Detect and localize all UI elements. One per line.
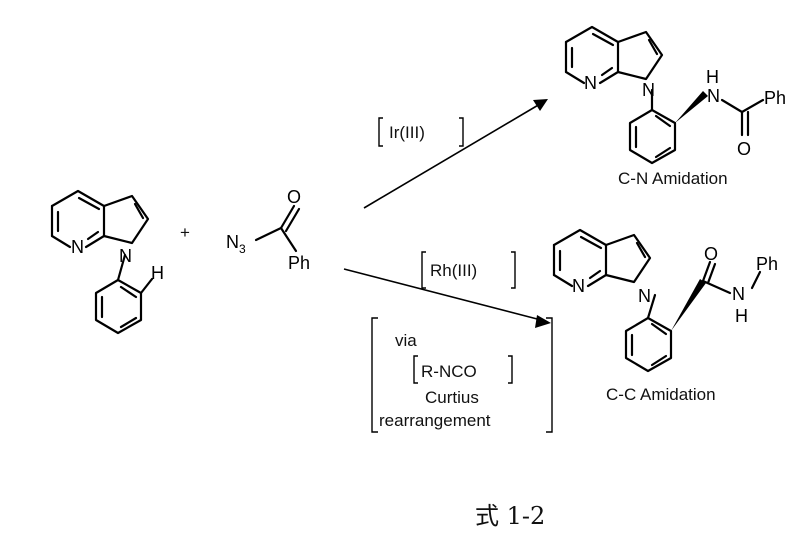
rh-catalyst-label: Rh(III) (430, 261, 477, 280)
ir-catalyst-bracket (378, 117, 464, 147)
ir-catalyst-label: Ir(III) (389, 123, 425, 142)
atom-n-pyrrole: N (119, 246, 132, 266)
cn-amidation-label: C-N Amidation (618, 169, 728, 188)
cn-atom-n-amide: N (707, 86, 720, 106)
rh-catalyst-bracket (421, 251, 516, 289)
cc-atom-h: H (735, 306, 748, 326)
cc-atom-n-amide: N (732, 284, 745, 304)
atom-n3: N3 (226, 232, 246, 256)
curtius-label: Curtius (425, 388, 479, 407)
cc-atom-n-pyrrole: N (638, 286, 651, 306)
cn-atom-ph: Ph (764, 88, 786, 108)
cn-atom-n-pyrrole: N (642, 80, 655, 100)
scheme-caption: 式 1-2 (475, 502, 545, 530)
plus-sign: + (180, 223, 190, 242)
cc-amidation-label: C-C Amidation (606, 385, 716, 404)
cc-atom-o: O (704, 244, 718, 264)
cn-atom-h: H (706, 67, 719, 87)
cc-atom-ph: Ph (756, 254, 778, 274)
intermediate-label: R-NCO (421, 362, 477, 381)
product-cc-structure (552, 228, 762, 373)
atom-h-ortho: H (151, 263, 164, 283)
atom-ph-azide: Ph (288, 253, 310, 273)
cc-atom-n-pyridine: N (572, 276, 585, 296)
atom-o-azide: O (287, 187, 301, 207)
via-label: via (395, 331, 417, 350)
cn-atom-n-pyridine: N (584, 73, 597, 93)
mechanism-bracket (371, 317, 553, 433)
product-cn-structure (564, 25, 765, 165)
arrow-ir (363, 99, 548, 209)
rearrangement-label: rearrangement (379, 411, 491, 430)
cn-atom-o: O (737, 139, 751, 159)
starting-material-azaindole (50, 189, 154, 335)
benzoyl-azide (254, 204, 301, 253)
atom-n-pyridine: N (71, 237, 84, 257)
arrow-rh (343, 268, 551, 328)
